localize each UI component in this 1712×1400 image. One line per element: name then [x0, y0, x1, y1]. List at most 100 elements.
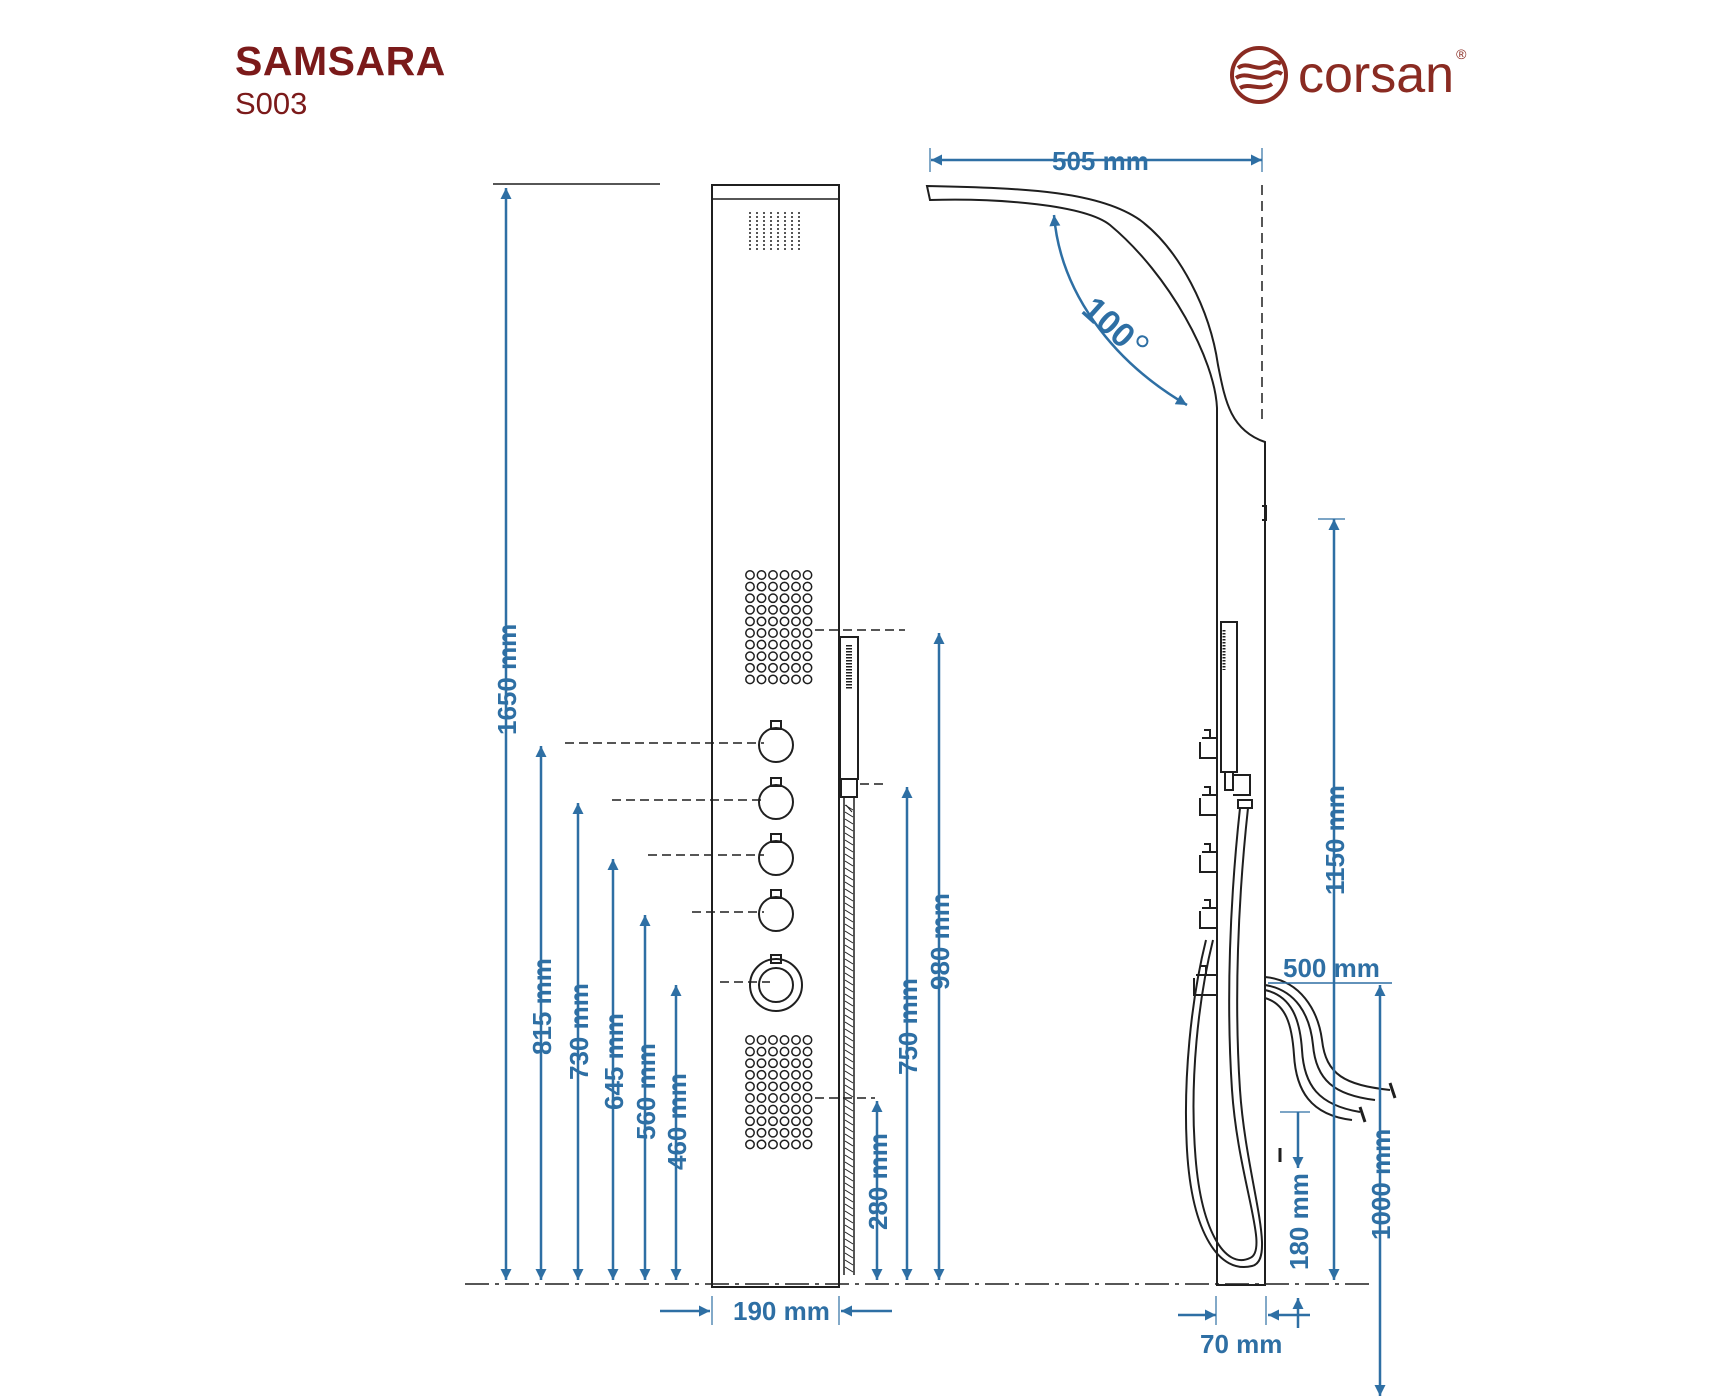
hose-winding: [844, 1035, 854, 1042]
jet-nozzle: [802, 1127, 813, 1138]
hose-winding: [844, 937, 854, 944]
jet-nozzle: [768, 1035, 778, 1045]
jet-nozzle: [791, 1127, 801, 1138]
hose-winding: [844, 1056, 854, 1063]
wave-circle-logo-icon: [1230, 46, 1288, 104]
control-knob-2: [758, 777, 794, 820]
hose-winding: [844, 832, 854, 839]
hose-winding: [844, 1252, 854, 1259]
jet-nozzle: [745, 674, 755, 685]
jet-nozzle: [802, 1069, 813, 1080]
hose-winding: [844, 860, 854, 867]
hose-winding: [844, 1126, 854, 1133]
jet-nozzle: [779, 1127, 790, 1138]
jet-nozzle: [791, 1046, 801, 1057]
jet-nozzle: [745, 1069, 755, 1080]
jet-nozzle: [779, 1139, 790, 1150]
hose-winding: [844, 1147, 854, 1154]
jet-nozzle: [745, 604, 755, 615]
hose-winding: [844, 1266, 854, 1273]
hose-winding: [844, 1217, 854, 1224]
hose-winding: [844, 993, 854, 1000]
jet-nozzle: [802, 1046, 813, 1057]
jet-nozzle: [756, 1093, 767, 1103]
jet-nozzle: [791, 674, 801, 685]
jet-nozzle: [756, 1069, 767, 1080]
hose-winding: [844, 923, 854, 930]
jet-nozzle: [768, 662, 778, 673]
jet-nozzle: [768, 1058, 778, 1069]
jet-nozzle: [802, 593, 813, 604]
jet-nozzle: [768, 616, 778, 627]
label-arm-angle: 100: [1075, 290, 1149, 356]
hose-winding: [844, 804, 854, 811]
extension-lines: [711, 148, 1345, 1325]
hose-winding: [844, 1091, 854, 1098]
hose-winding: [844, 853, 854, 860]
hose-winding: [844, 867, 854, 874]
brand-logo: corsan ®: [1228, 40, 1466, 110]
jet-nozzle: [756, 1127, 767, 1138]
jet-nozzle: [756, 1081, 767, 1092]
registered-mark: ®: [1456, 46, 1467, 62]
leader-lines-front: [565, 629, 905, 1099]
hose-winding: [844, 1077, 854, 1084]
jet-nozzle: [779, 1116, 790, 1127]
jet-nozzle: [791, 1139, 801, 1150]
hose-winding: [844, 951, 854, 958]
jet-nozzle: [802, 662, 813, 673]
jet-nozzle: [779, 581, 790, 592]
jet-nozzle: [802, 1081, 813, 1092]
jet-nozzle: [802, 1058, 813, 1069]
jet-nozzle: [745, 1093, 755, 1103]
inlet-hoses: [1264, 976, 1397, 1123]
dimension-lines: [500, 154, 1392, 1396]
label-hose-connection-span: 500 mm: [1283, 953, 1380, 983]
hose-winding: [844, 902, 854, 909]
hose-winding: [844, 1238, 854, 1245]
jet-nozzle: [768, 1046, 778, 1057]
jet-nozzle: [768, 581, 778, 592]
hose-winding: [844, 944, 854, 951]
jet-nozzle: [791, 1116, 801, 1127]
brand-name: corsan: [1298, 46, 1455, 104]
hose-winding: [844, 811, 854, 818]
jet-nozzle: [779, 616, 790, 627]
hose-winding: [844, 1042, 854, 1049]
hose-winding: [844, 1210, 854, 1217]
jet-nozzle: [768, 604, 778, 615]
hose-winding: [844, 1119, 854, 1126]
hand-shower-front: [839, 636, 859, 1275]
jet-nozzle: [745, 662, 755, 673]
hose-winding: [844, 1000, 854, 1007]
jet-nozzle: [768, 593, 778, 604]
jet-nozzle: [756, 1139, 767, 1150]
jet-nozzle: [768, 1127, 778, 1138]
hose-winding: [844, 1224, 854, 1231]
hose-winding: [844, 1098, 854, 1105]
jet-nozzle: [745, 1139, 755, 1150]
hose-winding: [844, 1203, 854, 1210]
jet-nozzle: [756, 628, 767, 638]
shower-panel-front: [711, 184, 840, 1288]
jet-nozzle: [745, 593, 755, 604]
label-panel-width: 190 mm: [733, 1296, 830, 1326]
control-knob-3: [758, 833, 794, 876]
jet-nozzle: [745, 1046, 755, 1057]
hose-winding: [844, 1070, 854, 1077]
control-knob-1: [758, 720, 794, 763]
label-control-2-height: 730 mm: [564, 983, 594, 1080]
hose-winding: [844, 1084, 854, 1091]
jet-nozzle: [802, 651, 813, 662]
hose-winding: [844, 930, 854, 937]
hose-winding: [844, 825, 854, 832]
jet-nozzle: [802, 1093, 813, 1103]
upper-massage-jets: [745, 570, 813, 685]
jet-nozzle: [768, 1069, 778, 1080]
jet-nozzle: [779, 1069, 790, 1080]
shower-panel-side: [925, 184, 1266, 1286]
side-view: [925, 184, 1397, 1286]
jet-nozzle: [745, 1035, 755, 1045]
side-control-knobs: [1193, 729, 1216, 996]
